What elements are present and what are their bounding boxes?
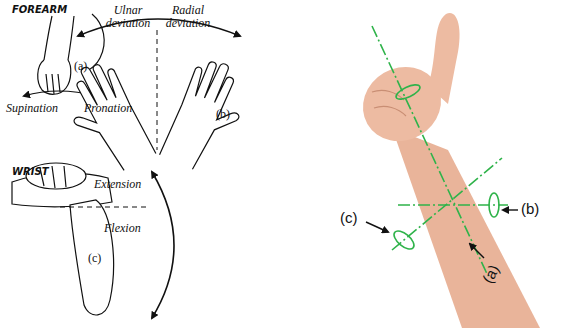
- arm-photo: [349, 13, 540, 328]
- panel-heading: FOREARM: [12, 4, 67, 15]
- wrist-sketch: [12, 163, 174, 318]
- motion-label: Ulnar deviation: [100, 4, 156, 30]
- axis-label: (b): [521, 201, 539, 218]
- axis-label: (c): [340, 210, 358, 227]
- panel-letter: (c): [88, 252, 101, 265]
- motion-label: Extension: [94, 178, 141, 191]
- panel-heading: WRIST: [12, 166, 48, 177]
- panel-letter: (b): [216, 108, 230, 121]
- pointer-arrows: [366, 210, 518, 258]
- motion-label: Pronation: [84, 102, 132, 115]
- panel-letter: (a): [74, 60, 87, 73]
- motion-label: Flexion: [104, 222, 141, 235]
- deviation-sketch: [54, 19, 257, 180]
- motion-label: Supination: [6, 102, 58, 115]
- rotation-axes: [372, 26, 508, 276]
- motion-label: Radial deviation: [160, 4, 216, 30]
